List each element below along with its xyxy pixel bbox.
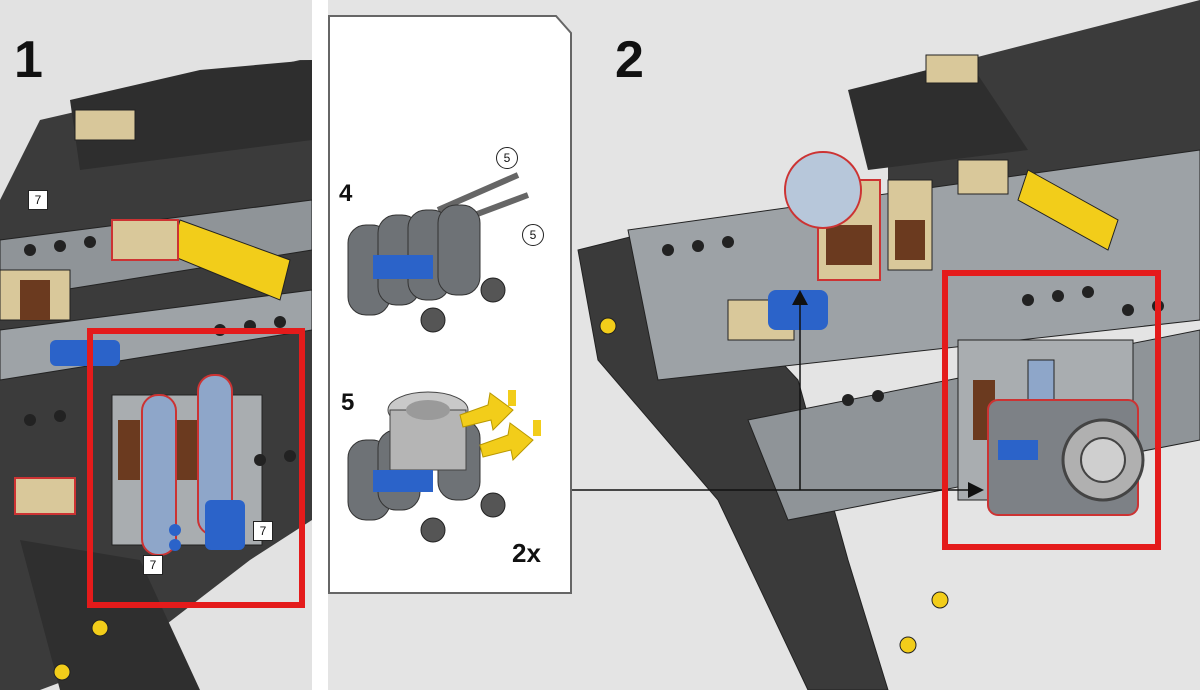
step-1-illustration xyxy=(0,60,312,690)
highlight-box xyxy=(942,270,1161,550)
step-2-illustration xyxy=(568,0,1200,690)
step-2-panel: 4 5 5 5 2x 2 xyxy=(328,0,1200,690)
step-number: 1 xyxy=(14,31,43,89)
step-1-panel: 1 7 7 7 xyxy=(0,0,312,690)
highlight-box xyxy=(87,328,305,608)
part-count-label: 7 xyxy=(253,521,273,541)
multiplier-label: 2x xyxy=(512,538,541,568)
callout-box xyxy=(328,15,572,594)
panel-divider xyxy=(312,0,328,690)
part-count-label: 5 xyxy=(496,147,518,169)
step-number: 2 xyxy=(615,31,644,89)
part-count-label: 7 xyxy=(143,555,163,575)
substep-number: 4 xyxy=(339,180,353,207)
part-count-label: 7 xyxy=(28,190,48,210)
substep-number: 5 xyxy=(341,389,355,416)
part-count-label: 5 xyxy=(522,224,544,246)
